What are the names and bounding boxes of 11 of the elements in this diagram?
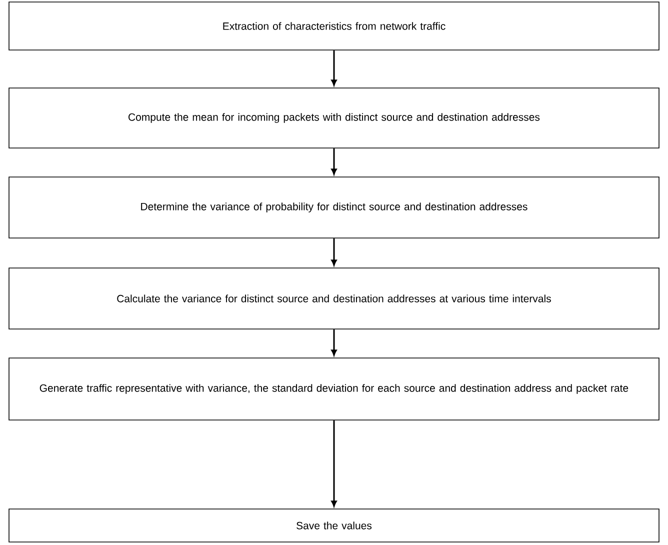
arrow [331, 238, 337, 266]
arrow [331, 420, 337, 507]
arrow [331, 50, 337, 86]
process-box: Calculate the variance for distinct source and destination addresses at various time intervals [8, 268, 660, 330]
process-box: Save the values [8, 508, 660, 542]
arrow [331, 329, 337, 356]
process-box: Compute the mean for incoming packets with distinct source and destination addresses [8, 88, 660, 148]
process-box: Extraction of characteristics from network traffic [8, 2, 660, 50]
arrow [331, 148, 337, 175]
process-box: Determine the variance of probability for distinct source and destination addresses [8, 176, 660, 238]
process-box: Generate traffic representative with variance, the standard deviation for each source and destination address and packet rate [8, 358, 660, 420]
